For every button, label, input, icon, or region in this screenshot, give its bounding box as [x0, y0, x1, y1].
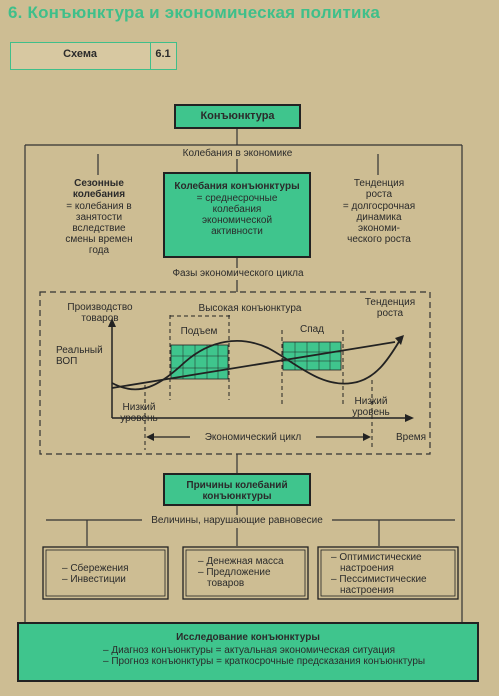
research-line-diagnosis: – Диагноз конъюнктуры = актуальная эконо… [103, 645, 396, 656]
page-title: 6. Конъюнктура и экономическая политика [8, 3, 381, 22]
factor-goods-supply: – Предложение товаров [198, 567, 271, 589]
factor-investment: – Инвестиции [62, 574, 126, 585]
factor-group-money: – Денежная масса – Предложение товаров [198, 556, 303, 589]
conjunctural-box: Колебания конъюнктуры = среднесрочные ко… [163, 172, 311, 258]
seasonal-description: = колебания в занятости вследствие смены… [65, 201, 133, 256]
growth-trend-title: Тенденция роста [353, 178, 405, 200]
factor-group-savings: – Сбережения – Инвестиции [62, 563, 162, 585]
scheme-label: Схема [63, 48, 97, 60]
causes-box: Причины колебаний конъюнктуры [163, 473, 311, 506]
conjunctural-title: Колебания конъюнктуры [174, 181, 300, 192]
factor-money-supply: – Денежная масса [198, 556, 284, 567]
research-box: Исследование конъюнктуры – Диагноз конъю… [17, 622, 479, 682]
chart-time: Время [396, 432, 427, 443]
chart-y-label: Производство товаров [67, 302, 133, 324]
chart-growth-trend: Тенденция роста [364, 297, 416, 319]
growth-trend-description: = долгосрочная динамика экономи- ческого… [342, 201, 416, 245]
factor-group-sentiment: – Оптимистические настроения – Пессимист… [331, 552, 451, 596]
scheme-divider [150, 42, 151, 69]
chart-real-gdp: Реальный ВОП [56, 345, 103, 367]
conjunctural-description: = среднесрочные колебания экономической … [196, 193, 278, 237]
chart-high-conjuncture: Высокая конъюнктура [198, 303, 302, 314]
research-title: Исследование конъюнктуры [176, 632, 320, 643]
research-line-forecast: – Прогноз конъюнктуры = краткосрочные пр… [103, 656, 426, 667]
conjuncture-box: Конъюнктура [174, 104, 301, 129]
factor-savings: – Сбережения [62, 563, 129, 574]
seasonal-title: Сезонные колебания [72, 178, 126, 200]
chart-low-level-right: Низкий уровень [352, 396, 390, 418]
chart-downturn: Спад [299, 324, 325, 335]
scheme-box [10, 42, 177, 70]
chart-economic-cycle: Экономический цикл [190, 432, 316, 443]
chart-low-level-left: Низкий уровень [120, 402, 158, 424]
imbalance-label: Величины, нарушающие равновесие [142, 515, 332, 526]
scheme-number: 6.1 [155, 48, 171, 60]
factor-pessimistic: – Пессимистические настроения [331, 574, 427, 596]
factor-optimistic: – Оптимистические настроения [331, 552, 422, 574]
cycle-phases-label: Фазы экономического цикла [172, 268, 304, 279]
chart-upswing: Подъем [180, 326, 218, 337]
fluctuations-label: Колебания в экономике [165, 148, 310, 159]
